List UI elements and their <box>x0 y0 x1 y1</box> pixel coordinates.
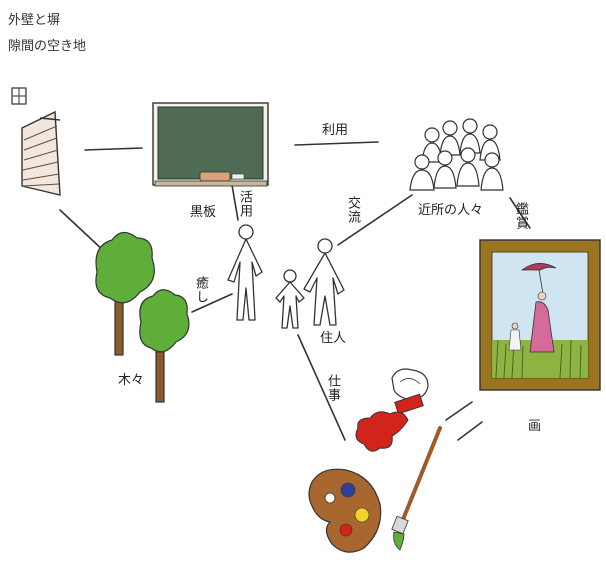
neighbors-label: 近所の人々 <box>418 203 484 218</box>
person-figure <box>227 224 263 321</box>
painting-label: 画 <box>528 419 542 434</box>
header-title-line2: 隙間の空き地 <box>8 39 87 54</box>
residents-illustration <box>227 224 345 329</box>
blackboard-label: 黒板 <box>190 205 217 220</box>
neighbors-crowd-illustration <box>409 118 504 191</box>
link-neighbors-residents <box>337 194 413 246</box>
link-label-appreciation: 鑑賞 <box>513 202 528 230</box>
person-figure <box>433 150 457 189</box>
painting-illustration <box>479 239 601 391</box>
link-label-exchange: 交流 <box>345 196 360 224</box>
link-painting-work-a <box>445 401 473 421</box>
trees-illustration <box>95 231 190 403</box>
link-neighbors-painting <box>509 197 531 229</box>
link-blackboard-neighbors <box>294 141 379 146</box>
link-label-work: 仕事 <box>325 374 340 402</box>
residents-label: 住人 <box>320 331 347 346</box>
link-trees-residents <box>191 293 233 313</box>
link-label-healing: 癒し <box>193 276 208 304</box>
blackboard-illustration <box>152 102 269 187</box>
header-title-line1: 外壁と塀 <box>8 13 61 28</box>
link-painting-work-b <box>457 421 483 441</box>
palette-and-brush-illustration <box>308 426 442 553</box>
person-figure <box>439 120 461 156</box>
trees-label: 木々 <box>118 373 145 388</box>
person-figure <box>456 147 480 187</box>
paint-tube-illustration <box>355 368 429 452</box>
link-wall-blackboard <box>84 147 143 151</box>
link-label-practical-use: 活用 <box>237 190 252 218</box>
person-figure <box>303 238 345 326</box>
link-wall-trees <box>59 209 106 253</box>
link-blackboard-residents <box>231 184 239 221</box>
person-figure <box>480 152 504 191</box>
wall-fence-illustration <box>11 87 61 196</box>
person-figure <box>275 269 305 329</box>
link-residents-work <box>297 334 346 441</box>
link-label-use: 利用 <box>322 123 349 138</box>
person-figure <box>409 154 435 191</box>
